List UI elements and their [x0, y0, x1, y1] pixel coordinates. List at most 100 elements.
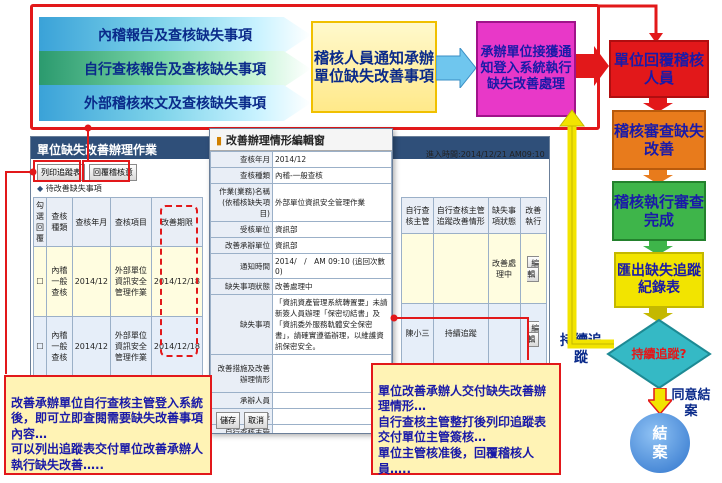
edit-window-title: 改善辦理情形編輯窗 — [225, 134, 325, 147]
cell-due: 2014/12/18 — [150, 316, 204, 375]
th-self-mgr: 自行查核主管 — [401, 197, 434, 234]
edit-field-value: 改善處理中 — [272, 278, 392, 295]
edit-field-label: 通知時間 — [210, 253, 273, 279]
flow-export-record-label: 匯出缺失追蹤紀錄表 — [617, 262, 701, 296]
arrow-flow-4 — [643, 308, 673, 322]
login-box-label: 承辦單位接獲通知登入系統執行缺失改善處理 — [480, 45, 572, 92]
table-row: 改善處理中 編輯 — [401, 233, 547, 304]
edit-form-row: 受核單位資訊部 — [210, 221, 392, 238]
flow-review-done: 稽核執行審查完成 — [612, 181, 706, 241]
th-ym: 查核年月 — [71, 197, 111, 247]
row-checkbox[interactable]: ☐ — [33, 246, 47, 317]
cell-ym: 2014/12 — [71, 246, 111, 317]
section-bullet-icon: ◆ — [37, 184, 44, 193]
edit-actions: 儲存 取消 — [216, 412, 268, 429]
arrow-login-to-reply — [576, 46, 609, 86]
edit-field-label: 查核年月 — [210, 151, 273, 168]
arrow-notify-to-login — [436, 48, 477, 88]
edit-form-row: 承辦人員 — [210, 392, 392, 409]
cell-ym: 2014/12 — [71, 316, 111, 375]
edit-button[interactable]: 編輯 — [527, 255, 540, 282]
login-time: 進入時間:2014/12/21 AM09:10 — [426, 150, 545, 159]
edit-field-value: 外部單位資訊安全管理作業 — [272, 183, 392, 222]
edit-field-value: 「資訊資產管理系統轉置要」未請新簽人員辦理「保密切結書」及「資訊委外服務軌體安全… — [272, 294, 392, 355]
source-self-check: 自行查核報告及查核缺失事項 — [39, 51, 311, 87]
edit-field-label: 作業(業務)名稱 (依稽核缺失項目) — [210, 183, 273, 222]
cell-action: 編輯 — [519, 233, 547, 304]
deficiency-table-left: 勾選回覆 查核種類 查核年月 查核項目 改善期限 ☐ 內稽一般查核 2014/1… — [33, 197, 204, 375]
cell-type: 內稽一般查核 — [46, 316, 73, 375]
table-header-row: 自行查核主管 自行查核主管追蹤改善情形 缺失事項狀態 改善執行 — [401, 197, 547, 234]
table-row[interactable]: ☐ 內稽一般查核 2014/12 外部單位資訊安全管理作業 2014/12/18 — [33, 316, 204, 375]
th-select: 勾選回覆 — [33, 197, 47, 247]
deficiency-table-right: 自行查核主管 自行查核主管追蹤改善情形 缺失事項狀態 改善執行 改善處理中 編輯… — [401, 197, 547, 364]
edit-field-label: 缺失事項狀態 — [210, 278, 273, 295]
red-connector-left-note — [5, 168, 37, 374]
edit-form-row: 缺失事項狀態改善處理中 — [210, 278, 392, 295]
continue-loop-arrow — [559, 109, 614, 349]
source-external-audit: 外部稽核來文及查核缺失事項 — [39, 85, 311, 121]
cancel-button[interactable]: 取消 — [244, 412, 268, 429]
edit-form-row: 改善措施及改善辦理情形 — [210, 354, 392, 393]
flow-audit-review: 稽核審查缺失改善 — [612, 110, 706, 170]
table-header-row: 勾選回覆 查核種類 查核年月 查核項目 改善期限 — [33, 197, 204, 247]
edit-field-label: 改善承辦單位 — [210, 237, 273, 254]
arrow-flow-2 — [643, 170, 673, 184]
arrow-flow-1 — [643, 98, 673, 112]
th-self-track: 自行查核主管追蹤改善情形 — [432, 197, 489, 234]
edit-field-value: 2014/12 — [272, 151, 392, 168]
flow-export-record: 匯出缺失追蹤紀錄表 — [614, 252, 704, 308]
notify-box: 稽核人員通知承辦單位缺失改善事項 — [311, 21, 437, 113]
section-title: ◆ 待改善缺失事項 — [37, 183, 102, 194]
table-row: 陳小三 持續追蹤 編輯 — [401, 303, 547, 364]
checkbox-icon[interactable]: ☐ — [36, 277, 44, 286]
due-column-highlight — [160, 205, 198, 357]
flow-reply-auditor-label: 單位回覆稽核人員 — [613, 50, 704, 87]
edit-field-value: 資訊部 — [272, 221, 392, 238]
note-right: 單位改善承辦人交付缺失改善辦理情形… 自行查核主管整打後列印追蹤表交付單位主管簽… — [371, 363, 561, 476]
cell-mgr — [401, 233, 434, 304]
cell-item: 外部單位資訊安全管理作業 — [109, 246, 152, 317]
edit-window-titlebar: ▮ 改善辦理情形編輯窗 — [210, 129, 392, 151]
end-circle: 結案 — [630, 413, 690, 473]
source-internal-audit-label: 內稽報告及查核缺失事項 — [98, 28, 252, 44]
flow-review-done-label: 稽核執行審查完成 — [614, 192, 705, 229]
cell-type: 內稽一般查核 — [46, 246, 73, 317]
checkbox-icon[interactable]: ☐ — [36, 342, 44, 351]
red-connector-buttons — [84, 124, 92, 162]
note-left-text: 改善承辦單位自行查核主管登入系統後，即可立即查閱需要缺失改善事項內容… 可以列出… — [11, 395, 204, 472]
source-external-audit-label: 外部稽核來文及查核缺失事項 — [84, 96, 266, 112]
edit-field-label: 查核種類 — [210, 167, 273, 184]
login-box: 承辦單位接獲通知登入系統執行缺失改善處理 — [476, 21, 576, 117]
edit-form-row: 缺失事項「資訊資產管理系統轉置要」未請新簽人員辦理「保密切結書」及「資訊委外服務… — [210, 294, 392, 355]
section-title-text: 待改善缺失事項 — [45, 184, 102, 193]
edit-icon: ▮ — [216, 134, 223, 147]
flow-audit-review-label: 稽核審查缺失改善 — [614, 121, 705, 158]
arrow-flow-3 — [643, 241, 673, 255]
edit-form-row: 查核種類內稽-一般查核 — [210, 167, 392, 184]
red-connector-right-note — [390, 314, 529, 360]
cell-mgr: 陳小三 — [401, 303, 434, 364]
edit-field-value: 2014/ / AM 09:10 (追回次數0) — [272, 253, 392, 279]
row-checkbox[interactable]: ☐ — [33, 316, 47, 375]
agree-label: 同意結案 — [671, 388, 711, 419]
arrow-to-end — [648, 388, 672, 414]
edit-button[interactable]: 編輯 — [527, 320, 540, 347]
table-row[interactable]: ☐ 內稽一般查核 2014/12 外部單位資訊安全管理作業 2014/12/18 — [33, 246, 204, 317]
save-button[interactable]: 儲存 — [216, 412, 240, 429]
main-window-title-text: 單位缺失改善辦理作業 — [37, 143, 158, 157]
edit-field-label: 缺失事項 — [210, 294, 273, 355]
red-connector-top — [598, 4, 663, 43]
flow-reply-auditor: 單位回覆稽核人員 — [609, 40, 709, 98]
th-type: 查核種類 — [46, 197, 73, 247]
end-label: 結案 — [652, 424, 668, 461]
edit-form-row: 改善承辦單位資訊部 — [210, 237, 392, 254]
edit-field-label: 改善措施及改善辦理情形 — [210, 354, 273, 393]
notify-box-label: 稽核人員通知承辦單位缺失改善事項 — [313, 48, 434, 85]
cell-track: 持續追蹤 — [432, 303, 489, 364]
decision-label: 持續追蹤? — [631, 346, 687, 361]
th-status: 缺失事項狀態 — [487, 197, 521, 234]
